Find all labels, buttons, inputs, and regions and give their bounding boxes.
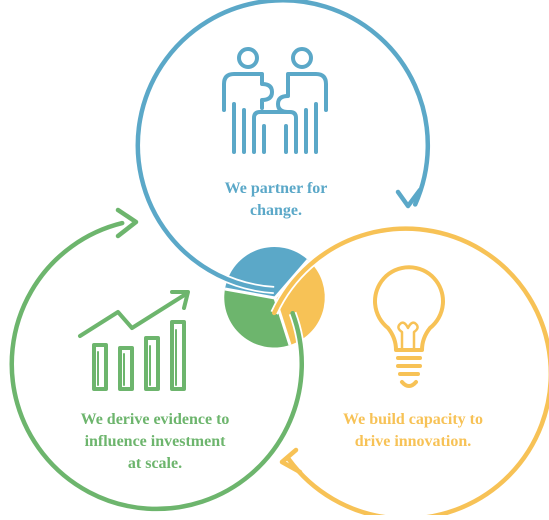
evidence-label-line: We derive evidence to xyxy=(80,411,230,428)
blue-circle xyxy=(133,0,432,294)
partner-label-line: change. xyxy=(250,202,302,219)
green-arrow-head xyxy=(115,207,139,239)
partner-label: We partner for change. xyxy=(176,178,376,222)
evidence-label-line: influence investment xyxy=(84,433,226,450)
partner-label-line: We partner for xyxy=(224,180,328,197)
lightbulb-icon xyxy=(373,265,445,388)
center-pie-green-segment xyxy=(224,289,290,348)
capacity-label: We build capacity to drive innovation. xyxy=(298,409,528,453)
partnership-puzzle-icon xyxy=(222,47,328,154)
green-circle xyxy=(7,207,306,513)
growth-chart-icon xyxy=(78,290,190,391)
yellow-arrow-head xyxy=(279,447,303,475)
evidence-label-line: at scale. xyxy=(127,455,183,472)
evidence-label: We derive evidence to influence investme… xyxy=(40,409,270,475)
capacity-label-line: We build capacity to xyxy=(342,411,483,428)
center-pie-yellow-segment xyxy=(275,260,325,345)
blue-arrow-head xyxy=(395,187,423,209)
capacity-label-line: drive innovation. xyxy=(354,433,472,450)
